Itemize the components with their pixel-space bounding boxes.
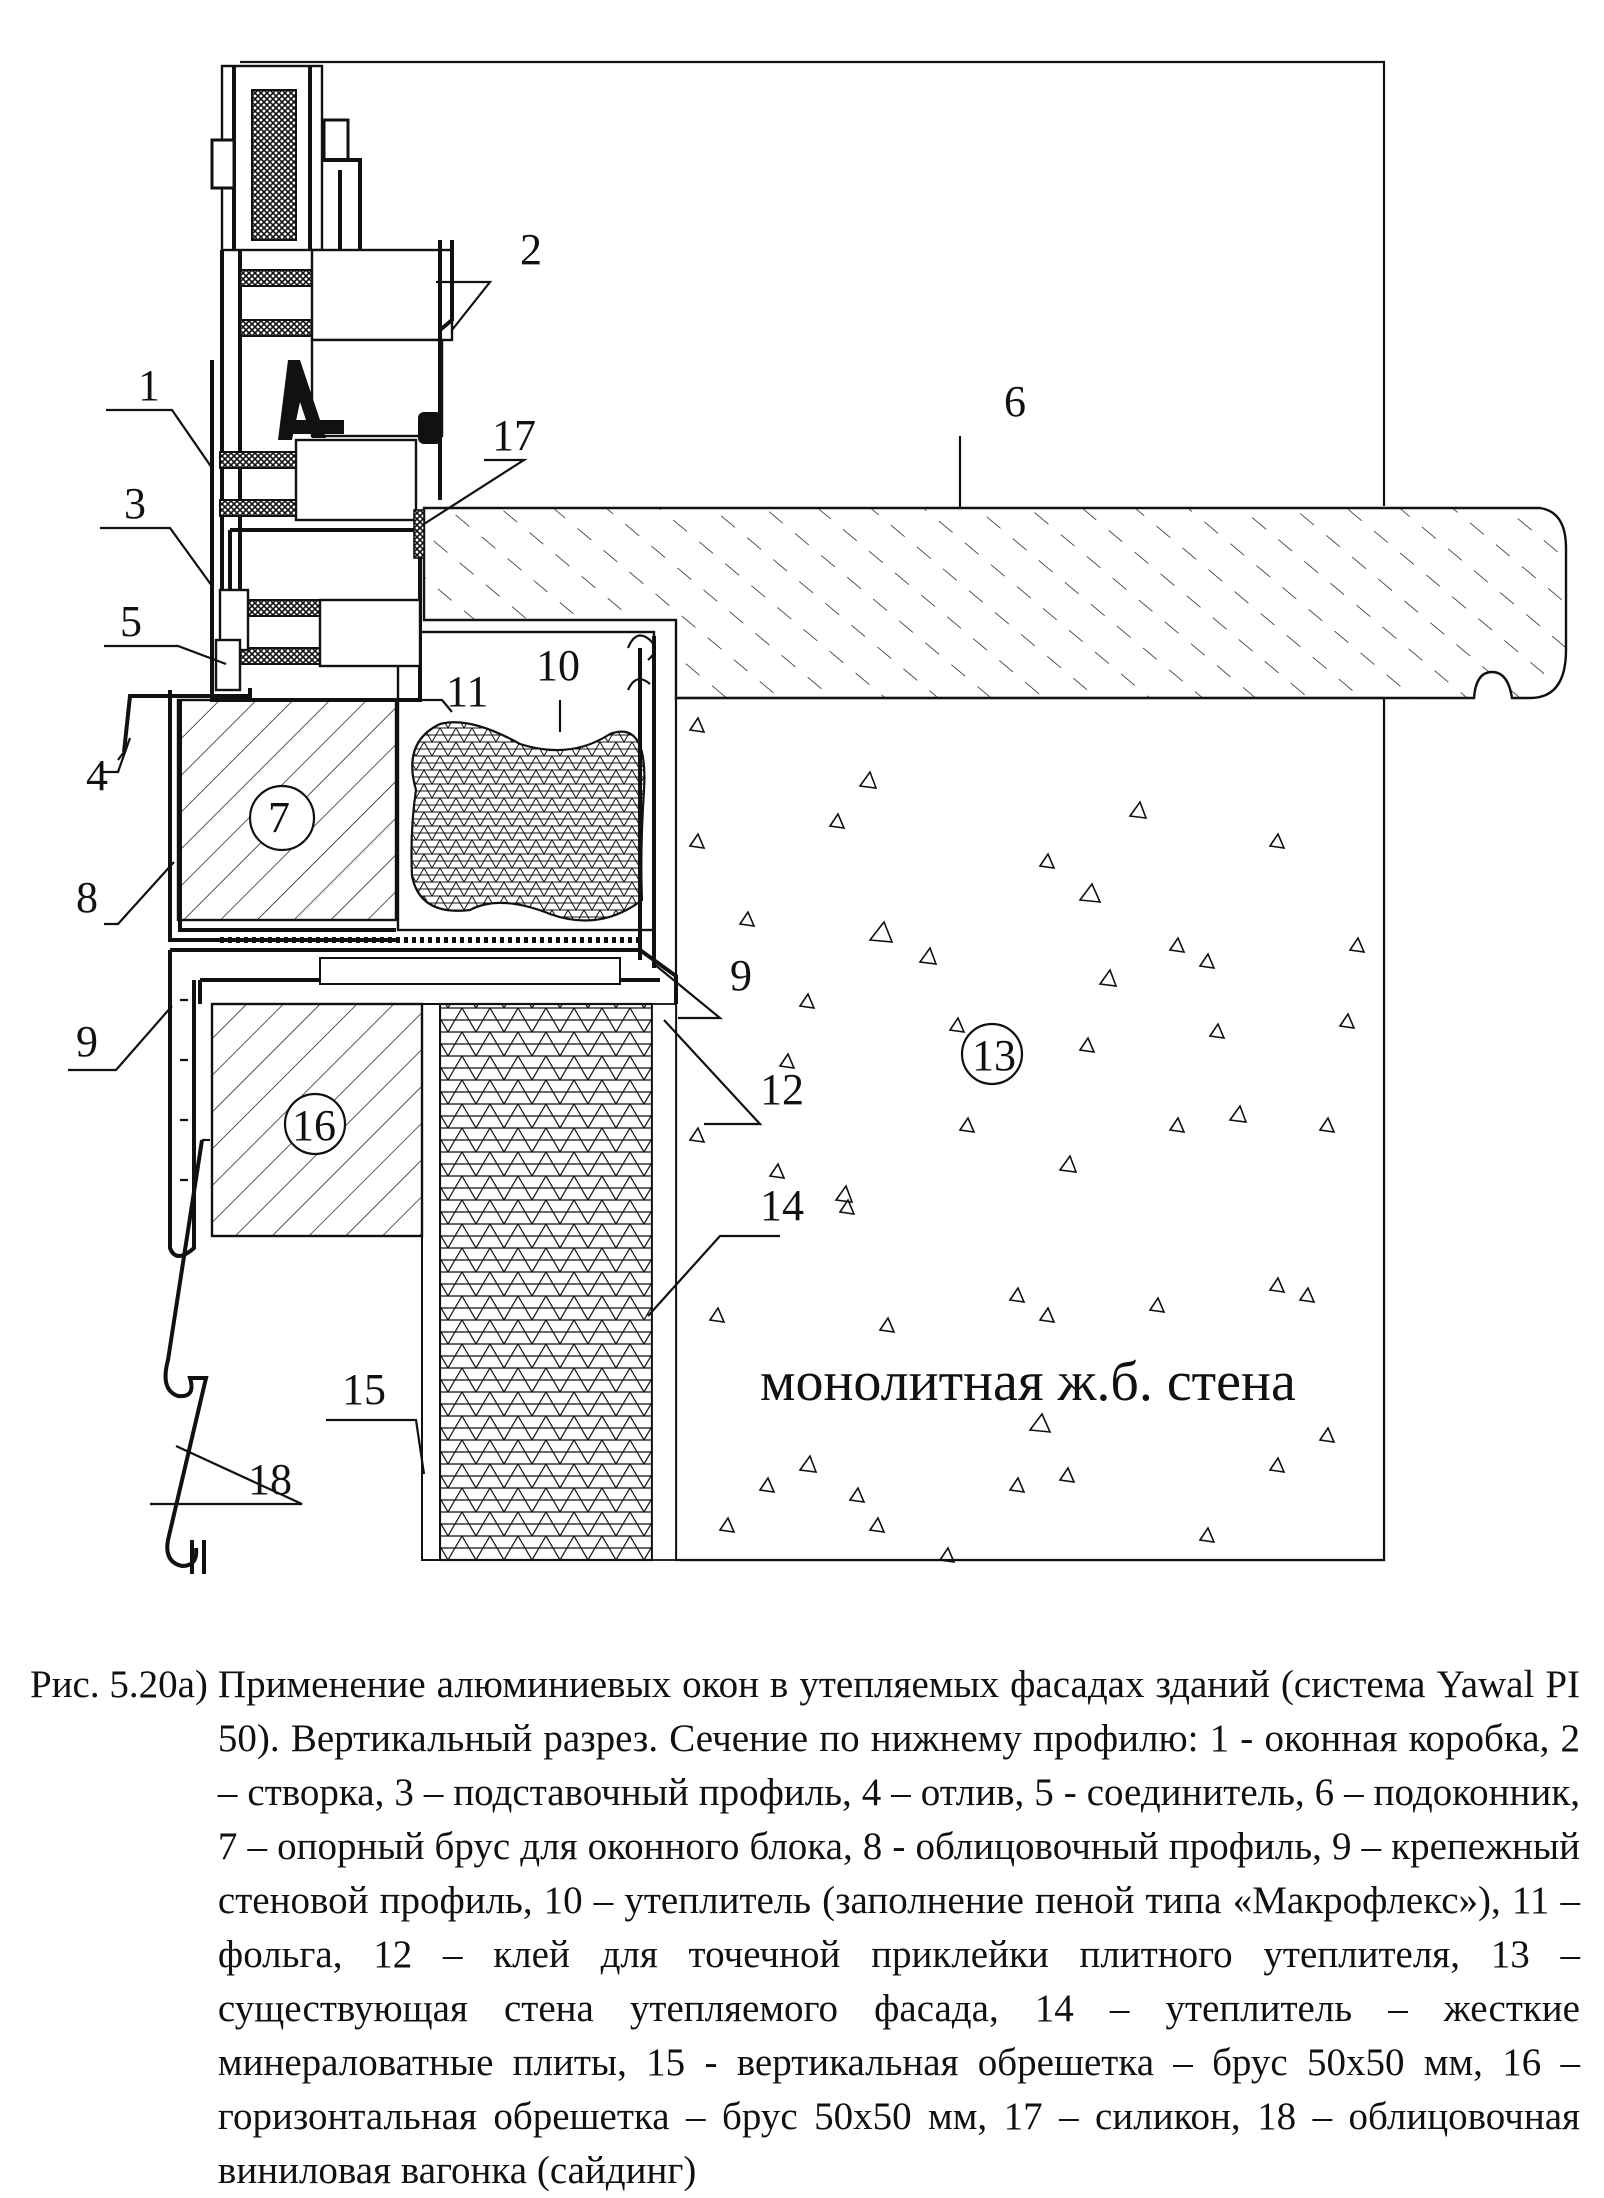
label-8: 8 [76, 873, 98, 922]
wall-caption: монолитная ж.б. стена [760, 1351, 1296, 1413]
figure-caption: Рис. 5.20а) Применение алюминиевых окон … [30, 1658, 1580, 2198]
label-18: 18 [248, 1455, 292, 1504]
label-7: 7 [268, 793, 290, 842]
label-17: 17 [492, 411, 536, 460]
label-9-right: 9 [730, 951, 752, 1000]
label-5: 5 [120, 597, 142, 646]
callout-circle-13 [960, 1022, 1024, 1086]
glue-layer-12 [651, 1003, 677, 1561]
caption-prefix: Рис. 5.20а) [30, 1663, 208, 1706]
wall-fixing-profile-9 [168, 634, 678, 1258]
label-13: 13 [972, 1031, 1016, 1080]
support-beam-7 [176, 698, 398, 922]
vinyl-siding-18 [163, 1138, 210, 1574]
label-4: 4 [86, 751, 108, 800]
foam-insulation-10 [396, 630, 656, 932]
label-10: 10 [536, 641, 580, 690]
label-6: 6 [1004, 377, 1026, 426]
label-12: 12 [760, 1065, 804, 1114]
diagram-labels: 1 2 3 4 5 6 7 8 9 9 10 11 12 13 14 15 16… [76, 225, 1296, 1504]
label-2: 2 [520, 225, 542, 274]
cladding-profile-8 [168, 690, 400, 942]
label-9-left: 9 [76, 1017, 98, 1066]
horizontal-batten-16 [210, 1002, 424, 1238]
label-16: 16 [292, 1101, 336, 1150]
drip-profile-4 [117, 688, 252, 761]
concrete-wall-13 [674, 696, 1386, 1563]
window-sill-6 [422, 506, 1568, 700]
label-15: 15 [342, 1365, 386, 1414]
caption-text: Применение алюминиевых окон в утепляемых… [217, 1663, 1580, 2192]
mineral-wool-insulation-14 [438, 1002, 654, 1562]
label-14: 14 [760, 1181, 804, 1230]
window-section-drawing: 1 2 3 4 5 6 7 8 9 9 10 11 12 13 14 15 16… [68, 60, 1568, 1574]
window-frame-assembly [210, 64, 454, 702]
label-3: 3 [124, 479, 146, 528]
vertical-batten-15 [421, 1003, 441, 1561]
leader-lines [68, 280, 962, 1506]
label-1: 1 [138, 361, 160, 410]
label-11: 11 [446, 667, 488, 716]
